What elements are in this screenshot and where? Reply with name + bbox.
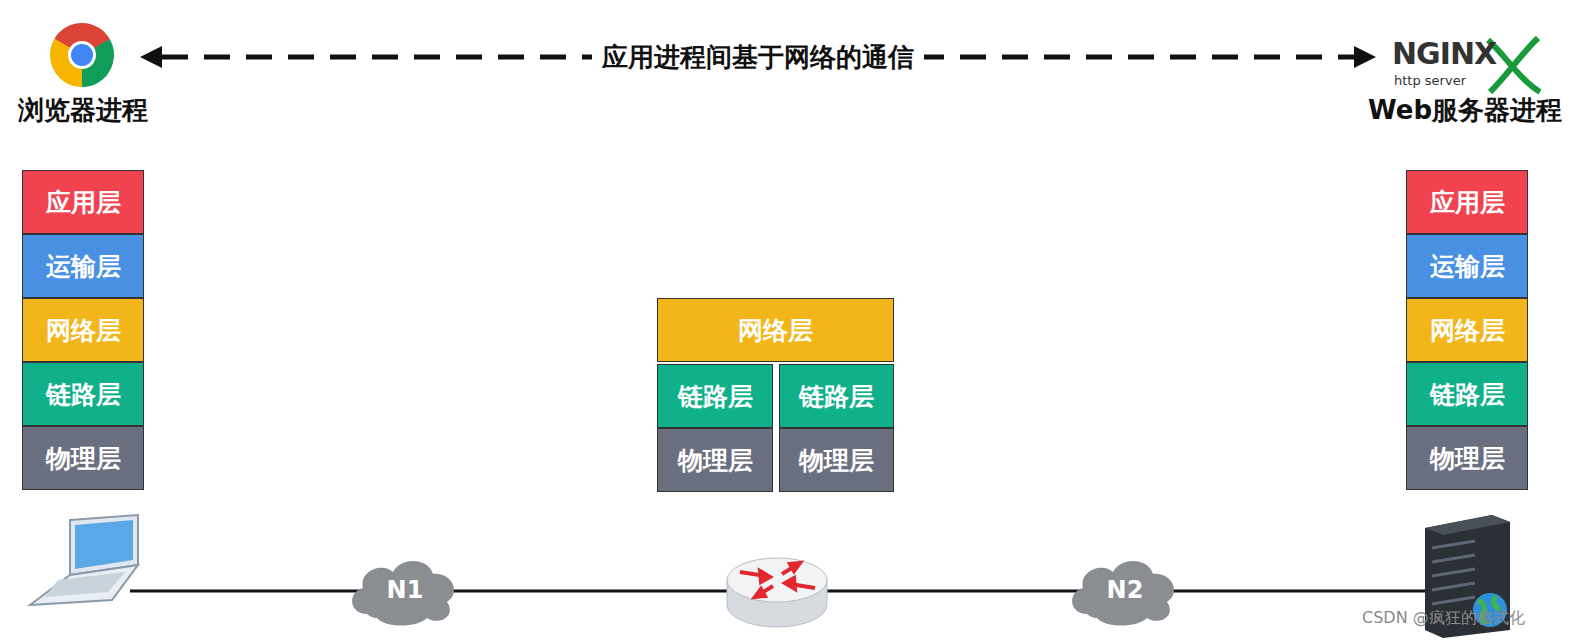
- layer-box: 链路层: [779, 364, 894, 428]
- layer-box: 物理层: [779, 428, 894, 492]
- layer-box: 运输层: [22, 234, 144, 298]
- layer-name: 链路层: [46, 378, 121, 411]
- layer-box: 应用层: [1406, 170, 1528, 234]
- layer-name: 链路层: [799, 380, 874, 413]
- layer-name: 链路层: [1430, 378, 1505, 411]
- layer-name: 运输层: [46, 250, 121, 283]
- watermark: CSDN @疯狂的格式化: [1362, 608, 1525, 629]
- network-name: N1: [387, 576, 424, 604]
- layer-box: 物理层: [657, 428, 773, 492]
- router-icon: [727, 558, 827, 627]
- layer-box: 网络层: [657, 298, 894, 362]
- network-cloud: N1: [345, 552, 465, 628]
- layer-name: 运输层: [1430, 250, 1505, 283]
- layer-box: 链路层: [657, 364, 773, 428]
- layer-name: 网络层: [738, 314, 813, 347]
- layer-name: 链路层: [678, 380, 753, 413]
- layer-name: 物理层: [799, 444, 874, 477]
- layer-box: 运输层: [1406, 234, 1528, 298]
- layer-name: 物理层: [1430, 442, 1505, 475]
- layer-box: 应用层: [22, 170, 144, 234]
- chrome-icon: [52, 25, 112, 85]
- layer-box: 网络层: [1406, 298, 1528, 362]
- process-name: Web服务器进程: [1368, 93, 1562, 128]
- network-name: N2: [1107, 576, 1144, 604]
- layer-name: 网络层: [46, 314, 121, 347]
- layer-box: 链路层: [1406, 362, 1528, 426]
- nginx-subtitle: http server: [1394, 73, 1466, 88]
- process-name: 浏览器进程: [18, 93, 148, 128]
- network-cloud: N2: [1065, 552, 1185, 628]
- layer-box: 网络层: [22, 298, 144, 362]
- layer-box: 链路层: [22, 362, 144, 426]
- layer-box: 物理层: [22, 426, 144, 490]
- layer-name: 物理层: [46, 442, 121, 475]
- nginx-logo-text: NGINX: [1392, 36, 1496, 71]
- process-node: 浏览器进程: [4, 20, 162, 132]
- edge-label: 应用进程间基于网络的通信: [592, 40, 924, 75]
- layer-name: 网络层: [1430, 314, 1505, 347]
- laptop-icon: [30, 515, 138, 605]
- layer-name: 应用层: [1430, 186, 1505, 219]
- layer-name: 应用层: [46, 186, 121, 219]
- layer-name: 物理层: [678, 444, 753, 477]
- layer-box: 物理层: [1406, 426, 1528, 490]
